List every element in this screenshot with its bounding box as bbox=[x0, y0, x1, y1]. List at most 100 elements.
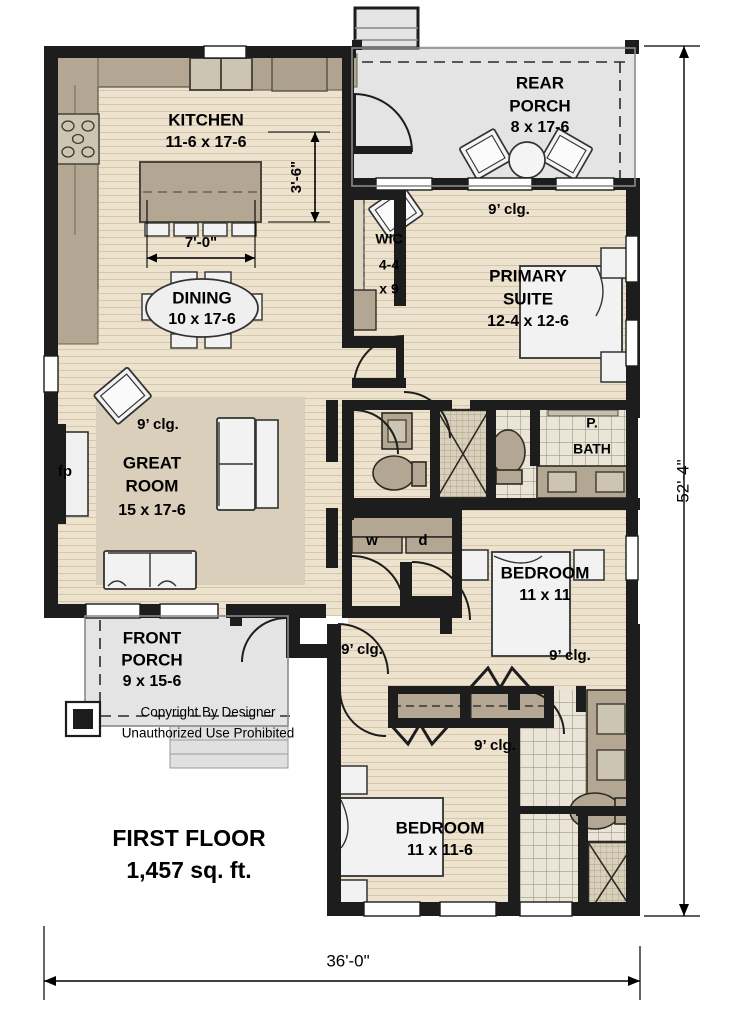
label-bedroom2-dims: 11 x 11 bbox=[519, 587, 571, 604]
dimension-overall-width: 36'-0" bbox=[326, 951, 369, 970]
label-primary-dims: 12-4 x 12-6 bbox=[487, 313, 569, 330]
wall-north-right bbox=[246, 46, 356, 58]
label-bedroom3-name: BEDROOM bbox=[396, 818, 485, 837]
window-great-room-south-2 bbox=[159, 603, 219, 619]
text-labels: KITCHEN 11-6 x 17-6 7'-0" 3'-6" DINING 1… bbox=[58, 73, 693, 970]
label-front-porch-name: FRONT bbox=[123, 628, 182, 647]
great-room-accent-chair bbox=[93, 366, 152, 425]
primary-bed bbox=[519, 247, 636, 383]
wall-east-primary bbox=[626, 178, 640, 418]
label-bedroom2-name: BEDROOM bbox=[501, 563, 590, 582]
p-bath-sink-right bbox=[595, 471, 625, 493]
wall-hallbath-vanity-n bbox=[576, 686, 586, 712]
wall-wic-west bbox=[342, 190, 354, 346]
wall-shower-west bbox=[430, 404, 440, 500]
window-bedroom3-south-2 bbox=[439, 901, 497, 917]
wall-hall-west-a bbox=[326, 400, 338, 462]
porch-side-table bbox=[508, 141, 546, 179]
p-bath-mirror bbox=[547, 409, 619, 417]
copyright-line-2: Unauthorized Use Prohibited bbox=[122, 726, 295, 741]
label-p-bath-name: P. bbox=[586, 415, 597, 431]
dining-set bbox=[141, 271, 263, 349]
label-great-room-dims: 15 x 17-6 bbox=[118, 502, 186, 519]
window-primary-north-3 bbox=[555, 177, 615, 191]
wall-laundry-south bbox=[342, 606, 462, 618]
door-bedroom3-arc bbox=[337, 623, 389, 675]
label-front-porch-dims: 9 x 15-6 bbox=[123, 673, 182, 690]
wall-closet-mid bbox=[460, 686, 470, 728]
wall-corridor-west bbox=[342, 400, 354, 520]
wall-fireplace-bump bbox=[56, 424, 66, 524]
wall-west-upper bbox=[44, 46, 58, 346]
label-hall-ceiling-3: 9’ clg. bbox=[474, 737, 516, 754]
refrigerator bbox=[271, 55, 328, 92]
copyright-line-1: Copyright By Designer bbox=[140, 705, 276, 720]
doors bbox=[241, 93, 565, 737]
wall-entry-pier bbox=[230, 604, 242, 626]
label-great-room-name: GREAT bbox=[123, 453, 182, 472]
island-stools bbox=[144, 222, 257, 237]
door-primary-arc bbox=[403, 391, 451, 439]
great-room-sofa bbox=[103, 550, 197, 590]
bedroom-3-bed bbox=[336, 765, 444, 909]
label-rear-porch-name: REAR bbox=[516, 73, 564, 92]
wall-west-lower-block bbox=[327, 624, 341, 916]
window-bedroom2-east bbox=[625, 535, 639, 581]
wall-south-entry bbox=[226, 604, 326, 618]
page-area: 1,457 sq. ft. bbox=[126, 857, 251, 883]
door-rear-entry-arc bbox=[353, 93, 413, 153]
dimension-overall-height: 52'-4" bbox=[673, 459, 692, 502]
windows bbox=[43, 45, 639, 917]
label-washer: w bbox=[365, 532, 378, 549]
window-primary-north-2 bbox=[467, 177, 533, 191]
window-bedroom3-south-1 bbox=[363, 901, 421, 917]
wall-east-lower bbox=[626, 624, 640, 916]
porch-outlines bbox=[99, 61, 628, 717]
front-step-2 bbox=[169, 739, 289, 755]
window-primary-east-2 bbox=[625, 319, 639, 367]
window-primary-north-1 bbox=[375, 177, 433, 191]
wall-hall-pier-b bbox=[400, 596, 462, 608]
door-laundry-arc bbox=[351, 555, 405, 609]
wall-bath-jamb-n bbox=[508, 690, 520, 710]
wall-closet-south-a bbox=[388, 718, 468, 728]
label-island-width: 7'-0" bbox=[185, 234, 217, 251]
door-guest-bath-arc bbox=[353, 409, 399, 455]
front-porch-slab bbox=[85, 616, 288, 726]
wall-bath-south bbox=[342, 498, 640, 510]
label-dining-dims: 10 x 17-6 bbox=[168, 311, 236, 328]
label-great-room-name2: ROOM bbox=[126, 476, 179, 495]
window-bath-south bbox=[519, 901, 573, 917]
label-island-depth: 3'-6" bbox=[288, 161, 305, 193]
kitchen-base-cabinets-west bbox=[56, 53, 99, 345]
hall-closet-left bbox=[388, 688, 470, 724]
wall-north-left bbox=[44, 46, 200, 58]
page-title: FIRST FLOOR bbox=[112, 825, 266, 851]
wall-north-pier bbox=[190, 46, 204, 58]
wall-laundry-north bbox=[342, 508, 462, 518]
interior-dimension-lines bbox=[146, 131, 330, 268]
label-front-porch-name2: PORCH bbox=[121, 650, 182, 669]
wall-west-lower bbox=[44, 390, 58, 618]
wall-wic-east bbox=[394, 190, 406, 306]
hall-bath-sink-2 bbox=[596, 749, 626, 781]
label-fireplace: fp bbox=[58, 463, 72, 480]
wall-closet-w bbox=[388, 686, 398, 728]
wall-shower-east bbox=[486, 404, 496, 500]
door-front-entry-arc bbox=[241, 617, 287, 663]
kitchen-cooktop bbox=[56, 113, 100, 165]
wall-bath-north-b bbox=[470, 400, 640, 410]
label-hall-ceiling-2: 9’ clg. bbox=[549, 647, 591, 664]
door-hall-arc bbox=[411, 561, 471, 621]
front-step-3 bbox=[169, 753, 289, 769]
dryer-unit bbox=[405, 536, 457, 554]
porch-post-ne bbox=[625, 40, 639, 54]
porch-post-nw bbox=[352, 40, 362, 50]
label-bedroom3-dims: 11 x 11-6 bbox=[407, 842, 473, 859]
cooktop-burners bbox=[61, 120, 95, 158]
exterior-dimensions bbox=[43, 45, 700, 1000]
label-primary-ceiling: 9’ clg. bbox=[488, 201, 530, 218]
label-wic-dims: 4-4 bbox=[379, 257, 399, 273]
